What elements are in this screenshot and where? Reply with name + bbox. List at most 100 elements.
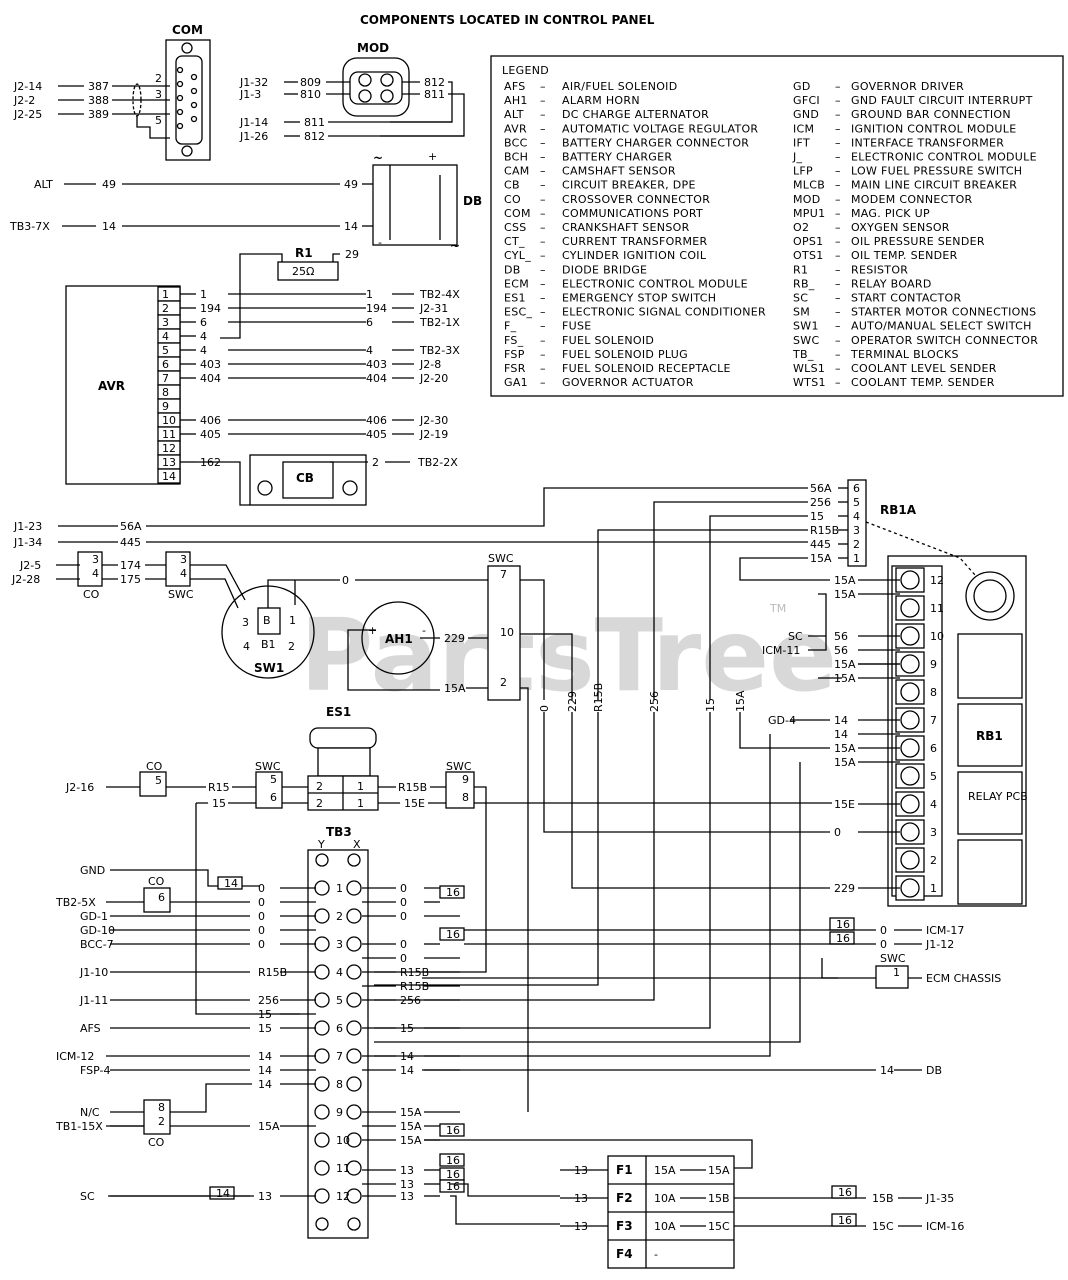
vertical-wire-label: 15A [734, 690, 747, 712]
avr-terminal-number: 7 [162, 372, 169, 385]
relay-terminal-screw [900, 850, 920, 870]
rb1a-wire-number: 56A [810, 482, 832, 495]
tb3-wire-number: 15 [258, 1008, 272, 1021]
avr-terminal-number: 3 [162, 316, 169, 329]
avr-wire-number: 194 [200, 302, 221, 315]
mod-wire-number: 811 [424, 88, 445, 101]
avr-terminal-number: 10 [162, 414, 176, 427]
legend-abbr: GND [793, 108, 819, 121]
tb3-wire-number: 13 [400, 1178, 414, 1191]
tb3-terminal-number: 5 [336, 994, 343, 1007]
swc-es2-wire-2: 15E [404, 797, 425, 810]
legend-dash: – [835, 263, 841, 276]
legend-abbr: FS_ [504, 334, 524, 347]
dest-label: ECM CHASSIS [926, 972, 1001, 985]
legend-abbr: R1 [793, 263, 808, 276]
co-es-src: J2-16 [65, 781, 94, 794]
swc-a-pin-4: 4 [180, 567, 187, 580]
co-es-wire: R15 [208, 781, 230, 794]
com-pin-hole [176, 122, 184, 130]
avr-wire-number: 1 [366, 288, 373, 301]
fuse-id: F4 [616, 1247, 633, 1261]
db-wire-number: 14 [102, 220, 116, 233]
rb1a-src-label: J1-23 [13, 520, 42, 533]
avr-wire-number: 403 [366, 358, 387, 371]
db-minus: - [378, 236, 382, 249]
tb3-terminal-number: 9 [336, 1106, 343, 1119]
com-src-label: J2-2 [13, 94, 35, 107]
swc-es2-wire-1: R15B [398, 781, 427, 794]
tb3-src-label: N/C [80, 1106, 100, 1119]
swc-es2-pin-9: 9 [462, 773, 469, 786]
fuse-id: F1 [616, 1163, 633, 1177]
vertical-wire-label: 15 [704, 698, 717, 712]
avr-terminal-number: 5 [162, 344, 169, 357]
legend-dash: – [835, 292, 841, 305]
mod-src-label: J1-32 [239, 76, 268, 89]
legend-desc: CROSSOVER CONNECTOR [562, 193, 710, 206]
legend-desc: ELECTRONIC CONTROL MODULE [562, 277, 748, 290]
mod-wire-number: 809 [300, 76, 321, 89]
legend-dash: – [835, 108, 841, 121]
swc-connector-b: SWC 7 10 2 [487, 552, 573, 1112]
legend-desc: OPERATOR SWITCH CONNECTOR [851, 334, 1038, 347]
legend-desc: AUTOMATIC VOLTAGE REGULATOR [562, 122, 758, 135]
rb1a-src-label: J1-34 [13, 536, 42, 549]
swc-ecm-connector: SWC 1 [875, 952, 909, 989]
vertical-wire-label: 0 [538, 705, 551, 712]
avr-wire-number: 4 [366, 344, 373, 357]
avr-terminal-number: 8 [162, 386, 169, 399]
fuse-id: F3 [616, 1219, 633, 1233]
legend-dash: – [540, 235, 546, 248]
avr-terminal-number: 4 [162, 330, 169, 343]
legend-desc: CURRENT TRANSFORMER [562, 235, 708, 248]
relay-wire-number: 15A [834, 672, 856, 685]
wire-tag-number: 16 [446, 1124, 460, 1137]
dest-wire-number: 0 [880, 938, 887, 951]
tb3-terminal-number: 12 [336, 1190, 350, 1203]
relay-terminal-number: 6 [930, 742, 937, 755]
com-pin-hole [176, 94, 184, 102]
com-pin-hole [190, 73, 198, 81]
r1-value: 25Ω [292, 265, 314, 278]
relay-wire-number: 15A [834, 756, 856, 769]
legend-abbr: ECM [504, 277, 529, 290]
legend-abbr: OPS1 [793, 235, 823, 248]
legend-desc: ALARM HORN [562, 94, 640, 107]
wire-tag-number: 16 [838, 1186, 852, 1199]
legend-dash: – [540, 193, 546, 206]
wire-tag-number: 16 [446, 1168, 460, 1181]
dest-wire-number: 14 [880, 1064, 894, 1077]
legend-abbr: TB_ [792, 348, 814, 361]
legend-desc: COOLANT LEVEL SENDER [851, 362, 997, 375]
swc-b-pin-7: 7 [500, 568, 507, 581]
legend-abbr: ALT [504, 108, 524, 121]
legend-abbr: CT_ [504, 235, 525, 248]
legend-abbr: IFT [793, 136, 810, 149]
tb3-screw-x [346, 964, 362, 980]
rb1a-wire-number: 56A [120, 520, 142, 533]
rb1a-pin-number: 2 [853, 538, 860, 551]
legend-desc: CYLINDER IGNITION COIL [562, 249, 707, 262]
legend-desc: BATTERY CHARGER [562, 151, 672, 164]
legend-desc: OIL PRESSURE SENDER [851, 235, 985, 248]
sw1-wire: 0 [342, 574, 349, 587]
sw1-contact-3: 3 [242, 616, 249, 629]
avr-wire-number: 405 [366, 428, 387, 441]
tb3-wire-number: 15 [400, 1022, 414, 1035]
db-wire-number: 49 [102, 178, 116, 191]
db-plus: + [428, 150, 437, 163]
mod-label: MOD [357, 41, 389, 55]
watermark-tm: TM [769, 602, 786, 615]
rb1a-pin-number: 6 [853, 482, 860, 495]
legend-desc: GOVERNOR ACTUATOR [562, 376, 694, 389]
legend-dash: – [835, 221, 841, 234]
